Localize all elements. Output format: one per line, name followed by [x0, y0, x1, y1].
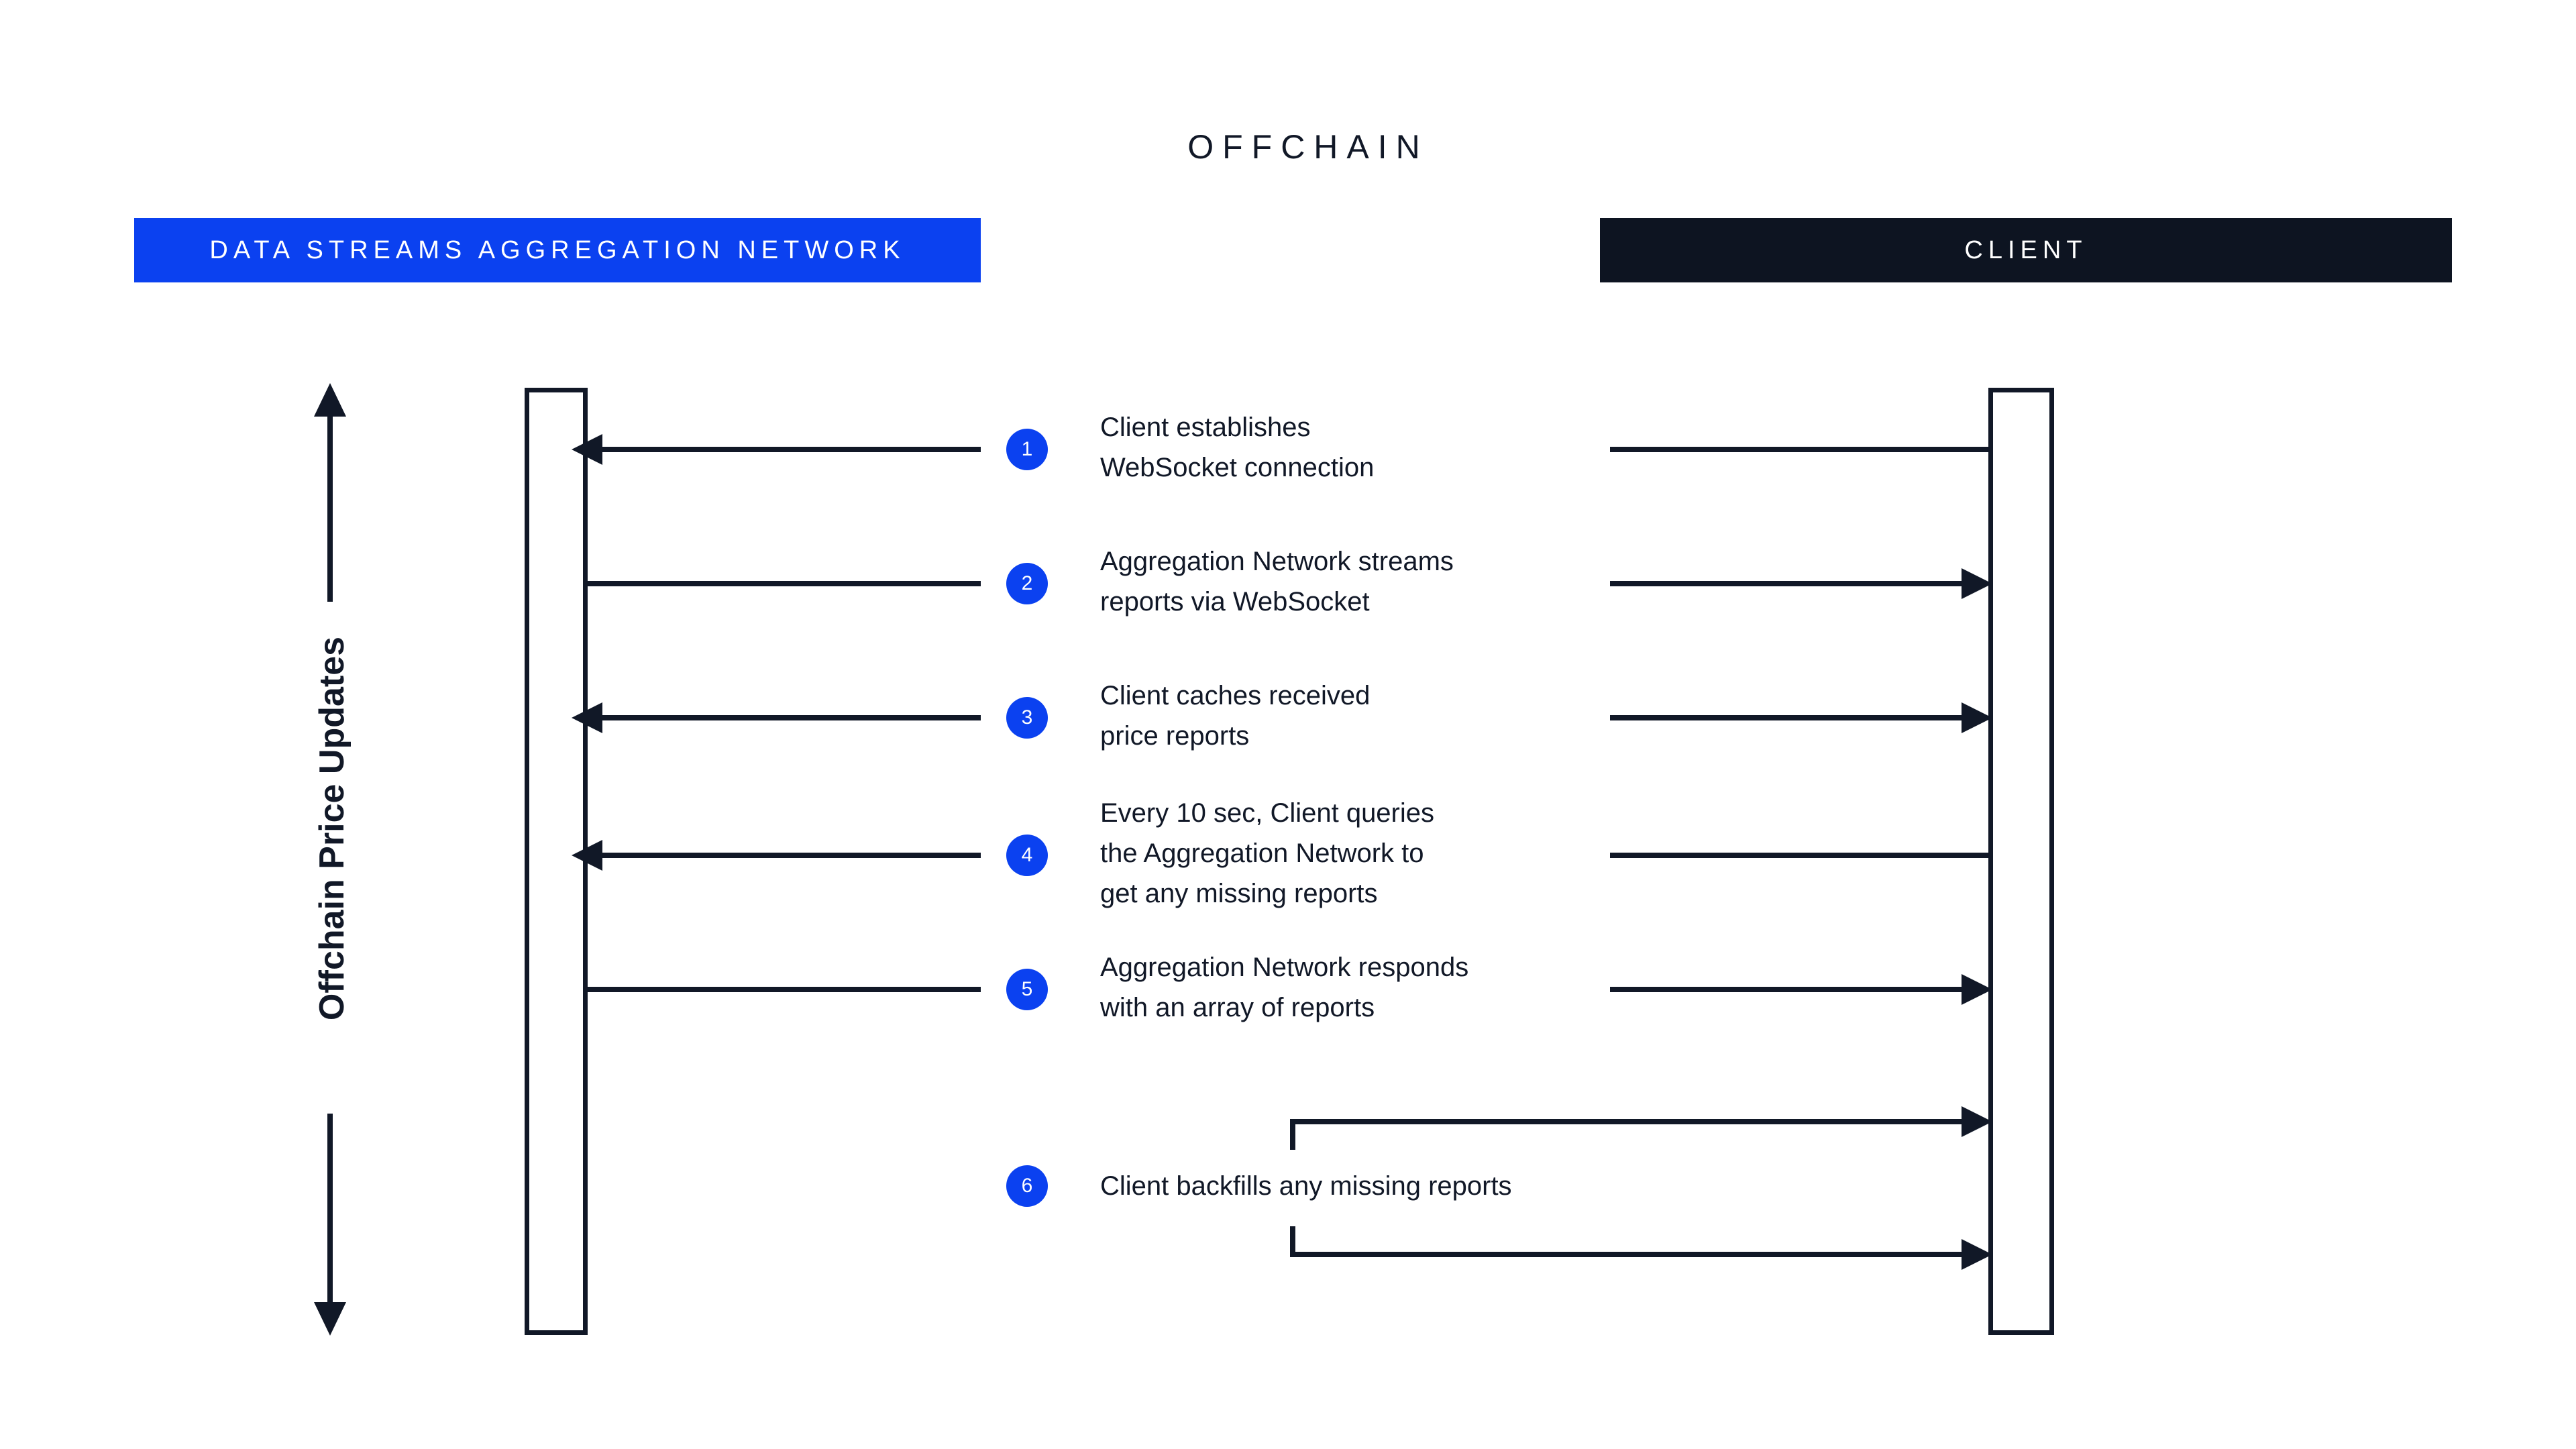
step-caption-3: Client caches received price reports [1100, 681, 1371, 751]
actor-header-aggregation-network: DATA STREAMS AGGREGATION NETWORK [134, 218, 981, 282]
step-badge-5: 5 [1006, 969, 1048, 1010]
step-caption-6: Client backfills any missing reports [1100, 1171, 1512, 1201]
step-badge-2: 2 [1006, 563, 1048, 604]
step-caption-5: Aggregation Network responds with an arr… [1100, 953, 1469, 1022]
step-caption-2: Aggregation Network streams reports via … [1100, 547, 1454, 616]
arrow-head-left-icon [572, 702, 602, 733]
step-badge-3: 3 [1006, 697, 1048, 739]
lifeline-client [1988, 388, 2054, 1335]
step-caption-1: Client establishes WebSocket connection [1100, 413, 1375, 482]
message-line-self-loop-lower [1290, 1252, 1962, 1257]
message-line-left-5 [588, 987, 981, 992]
arrow-up-icon [314, 383, 346, 417]
axis-line-lower [327, 1114, 333, 1305]
arrow-head-right-icon [1962, 702, 1992, 733]
axis-line-upper [327, 414, 333, 602]
message-line-left-4 [601, 853, 981, 858]
step-badge-1: 1 [1006, 429, 1048, 470]
message-line-right-3 [1610, 715, 1962, 720]
self-loop-stub-upper [1290, 1122, 1295, 1150]
message-line-left-2 [588, 581, 981, 586]
message-line-right-1 [1610, 447, 1991, 452]
step-caption-4: Every 10 sec, Client queries the Aggrega… [1100, 798, 1435, 908]
arrow-down-icon [314, 1302, 346, 1336]
message-line-left-3 [601, 715, 981, 720]
step-badge-4: 4 [1006, 835, 1048, 876]
message-line-right-5 [1610, 987, 1962, 992]
arrow-head-right-icon [1962, 1106, 1992, 1137]
offchain-price-updates-axis: Offchain Price Updates [295, 366, 376, 1345]
message-line-right-2 [1610, 581, 1962, 586]
page-title: OFFCHAIN [1187, 128, 1429, 166]
message-line-self-loop-upper [1290, 1119, 1962, 1124]
actor-label-client: CLIENT [1964, 235, 2088, 264]
actor-label-aggregation-network: DATA STREAMS AGGREGATION NETWORK [209, 235, 906, 264]
arrow-head-right-icon [1962, 568, 1992, 599]
axis-caption: Offchain Price Updates [313, 636, 352, 1021]
arrow-head-right-icon [1962, 974, 1992, 1005]
arrow-head-left-icon [572, 840, 602, 871]
step-badge-6: 6 [1006, 1165, 1048, 1207]
actor-header-client: CLIENT [1600, 218, 2452, 282]
message-line-left-1 [601, 447, 981, 452]
arrow-head-right-icon [1962, 1239, 1992, 1270]
message-line-right-4 [1610, 853, 1991, 858]
self-loop-stub-lower [1290, 1226, 1295, 1254]
arrow-head-left-icon [572, 434, 602, 465]
